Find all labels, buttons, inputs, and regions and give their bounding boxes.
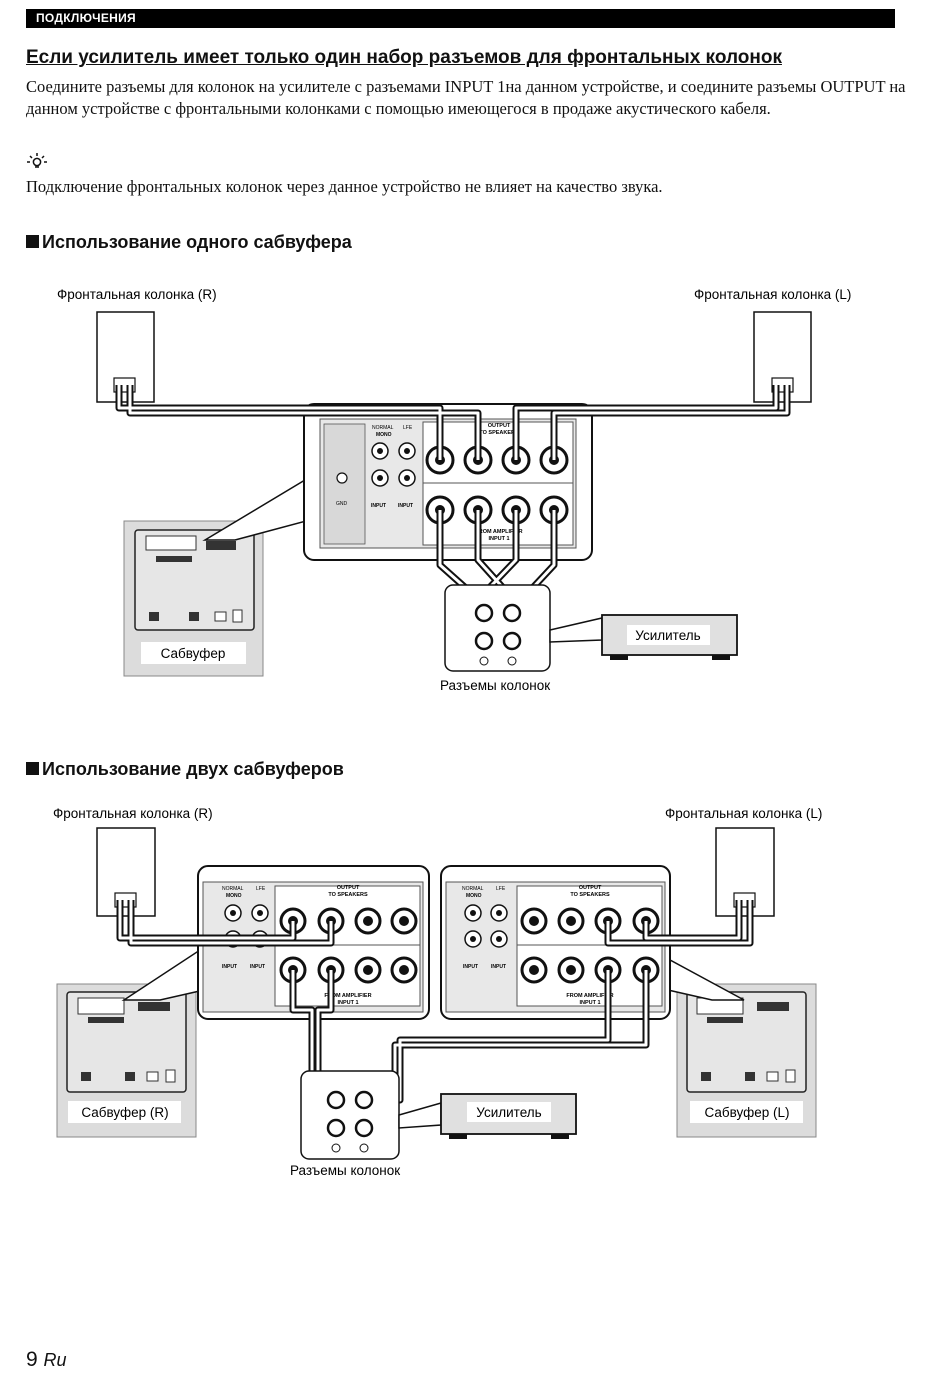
section-header-bar: ПОДКЛЮЧЕНИЯ bbox=[26, 9, 895, 28]
subwoofer-label: Сабвуфер bbox=[161, 646, 226, 661]
subwoofer-l-unit: Сабвуфер (L) bbox=[676, 983, 817, 1138]
label-normal-r: NORMAL bbox=[222, 886, 244, 892]
amp-callout-2 bbox=[398, 1102, 442, 1129]
front-speaker-r-2 bbox=[96, 827, 156, 917]
zoom-callout-r bbox=[121, 948, 205, 1001]
label-input3-l: INPUT bbox=[463, 964, 478, 970]
label-normal: NORMAL bbox=[372, 425, 394, 431]
front-speaker-r bbox=[96, 311, 155, 403]
label-mono: MONO bbox=[376, 432, 392, 438]
rear-panel-l: NORMAL MONO LFE INPUT INPUT OUTPUT TO SP… bbox=[440, 865, 671, 1020]
label-input2-r: INPUT bbox=[250, 964, 265, 970]
heading-one-subwoofer-label: Использование одного сабвуфера bbox=[42, 232, 352, 252]
front-speaker-l-label-2: Фронтальная колонка (L) bbox=[665, 806, 822, 821]
label-output: OUTPUT bbox=[488, 423, 511, 429]
label-input1-l: INPUT 1 bbox=[579, 1000, 600, 1006]
label-input2-l: INPUT bbox=[491, 964, 506, 970]
page-language: Ru bbox=[43, 1350, 67, 1370]
square-bullet-icon bbox=[26, 762, 39, 775]
label-normal-l: NORMAL bbox=[462, 886, 484, 892]
intro-paragraph: Соедините разъемы для колонок на усилите… bbox=[26, 77, 906, 118]
label-output-l: OUTPUT bbox=[579, 885, 602, 891]
front-speaker-l bbox=[753, 311, 812, 403]
label-to-speakers-l: TO SPEAKERS bbox=[570, 892, 610, 898]
front-speaker-r-label-2: Фронтальная колонка (R) bbox=[53, 806, 213, 821]
page-number: 9 Ru bbox=[26, 1348, 67, 1372]
rear-panel-zoom: NORMAL MONO LFE GND INPUT INPUT OUTPUT T… bbox=[303, 403, 593, 561]
label-input3-r: INPUT bbox=[222, 964, 237, 970]
page-title: Если усилитель имеет только один набор р… bbox=[26, 47, 782, 68]
heading-two-subwoofers-label: Использование двух сабвуферов bbox=[42, 759, 344, 779]
tip-text: Подключение фронтальных колонок через да… bbox=[26, 177, 663, 196]
amp-speaker-terminals-2 bbox=[300, 1070, 400, 1160]
amplifier: Усилитель bbox=[601, 614, 738, 660]
subwoofer-r-unit: Сабвуфер (R) bbox=[56, 983, 197, 1138]
amp-terminals-label-2: Разъемы колонок bbox=[290, 1163, 400, 1178]
label-mono-r: MONO bbox=[226, 893, 242, 899]
label-mono-l: MONO bbox=[466, 893, 482, 899]
subwoofer-l-label: Сабвуфер (L) bbox=[705, 1105, 790, 1120]
label-input3: INPUT bbox=[371, 503, 386, 509]
heading-two-subwoofers: Использование двух сабвуферов bbox=[26, 759, 344, 780]
label-to-speakers-r: TO SPEAKERS bbox=[328, 892, 368, 898]
label-from-amplifier-r: FROM AMPLIFIER bbox=[324, 993, 371, 999]
amp-terminals-label: Разъемы колонок bbox=[440, 678, 550, 693]
front-speaker-r-label: Фронтальная колонка (R) bbox=[57, 287, 217, 302]
amplifier-label: Усилитель bbox=[635, 628, 700, 643]
label-lfe-l: LFE bbox=[496, 886, 506, 892]
front-speaker-l-2 bbox=[715, 827, 775, 917]
label-from-amplifier: FROM AMPLIFIER bbox=[475, 529, 522, 535]
heading-one-subwoofer: Использование одного сабвуфера bbox=[26, 232, 352, 253]
amp-speaker-terminals bbox=[444, 584, 551, 672]
page-number-value: 9 bbox=[26, 1348, 38, 1371]
label-input1-r: INPUT 1 bbox=[337, 1000, 358, 1006]
label-lfe: LFE bbox=[403, 425, 413, 431]
square-bullet-icon bbox=[26, 235, 39, 248]
label-input2: INPUT bbox=[398, 503, 413, 509]
label-to-speakers: TO SPEAKERS bbox=[479, 430, 519, 436]
label-from-amplifier-l: FROM AMPLIFIER bbox=[566, 993, 613, 999]
section-header-label: ПОДКЛЮЧЕНИЯ bbox=[36, 11, 136, 25]
subwoofer-r-label: Сабвуфер (R) bbox=[81, 1105, 168, 1120]
label-gnd: GND bbox=[336, 501, 348, 507]
front-speaker-l-label: Фронтальная колонка (L) bbox=[694, 287, 851, 302]
amplifier-label-2: Усилитель bbox=[476, 1105, 541, 1120]
amplifier-2: Усилитель bbox=[440, 1093, 577, 1139]
label-output-r: OUTPUT bbox=[337, 885, 360, 891]
label-lfe-r: LFE bbox=[256, 886, 266, 892]
label-input1: INPUT 1 bbox=[488, 536, 509, 542]
lightbulb-icon bbox=[26, 152, 48, 175]
subwoofer-unit: Сабвуфер bbox=[123, 520, 264, 677]
